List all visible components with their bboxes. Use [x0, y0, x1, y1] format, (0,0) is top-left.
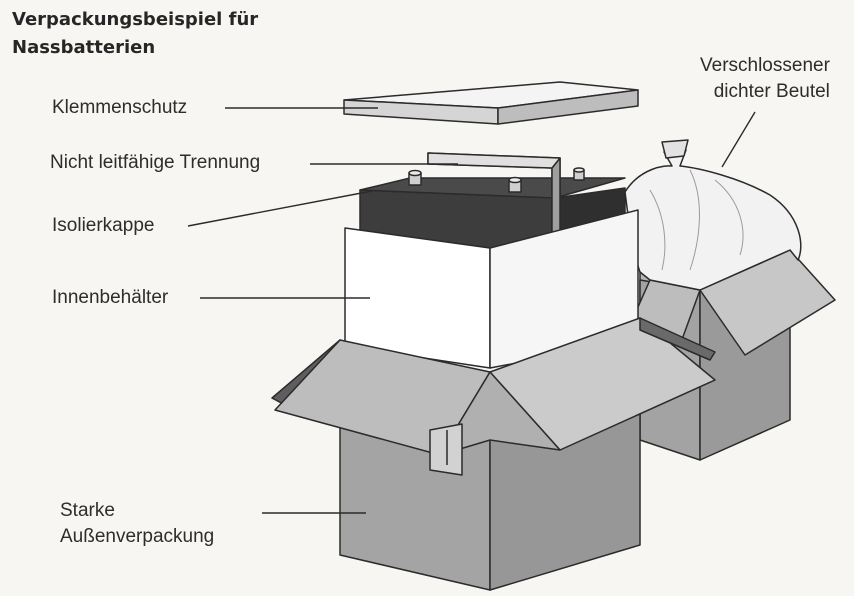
label-sealed-bag-line-1: Verschlossener	[700, 55, 830, 76]
leader-lines	[187, 107, 756, 514]
inner-container	[344, 209, 639, 369]
title-line-1: Verpackungsbeispiel für	[12, 9, 259, 30]
front-outer-box	[271, 317, 716, 591]
terminal-cover	[343, 81, 639, 125]
label-sealed-bag-line-2: dichter Beutel	[713, 81, 830, 102]
label-insulating-cap: Isolierkappe	[52, 215, 155, 236]
sealed-bag	[624, 139, 802, 291]
label-sealed-bag: Verschlossener dichter Beutel	[700, 53, 830, 105]
title-line-2: Nassbatterien	[12, 37, 156, 58]
label-separator: Nicht leitfähige Trennung	[50, 152, 261, 173]
label-inner-container: Innenbehälter	[52, 287, 169, 308]
label-outer-packaging: Starke Außenverpackung	[60, 498, 214, 550]
label-terminal-cover: Klemmenschutz	[52, 97, 188, 118]
diagram-title: Verpackungsbeispiel für Nassbatterien	[12, 6, 258, 62]
label-outer-packaging-line-2: Außenverpackung	[60, 526, 215, 547]
label-outer-packaging-line-1: Starke	[60, 500, 115, 521]
back-outer-box	[629, 249, 836, 461]
